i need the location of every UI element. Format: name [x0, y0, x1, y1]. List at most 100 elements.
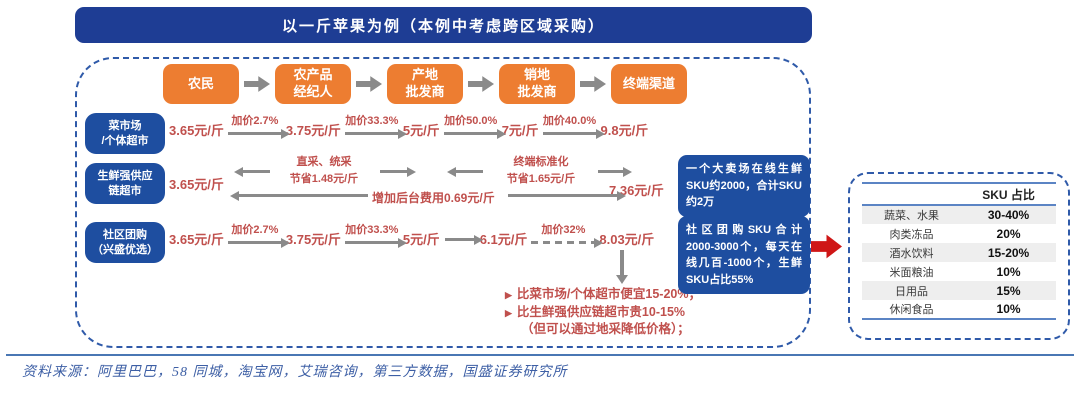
- markup-label: 加价33.3%: [345, 224, 399, 236]
- right-arrow-icon: [444, 238, 475, 241]
- right-arrow-icon: [227, 132, 282, 135]
- sku-table: SKU 占比 蔬菜、水果 30-40% 肉类冻品 20% 酒水饮料 15-20%…: [862, 182, 1056, 320]
- figure-title: 以一斤苹果为例（本例中考虑跨区域采购）: [75, 7, 812, 43]
- price-value: 3.65元/斤: [169, 123, 224, 138]
- table-row: 肉类冻品 20%: [862, 224, 1056, 243]
- markup-step: 加价2.7%: [227, 221, 282, 244]
- node-farmer: 农民: [163, 64, 239, 104]
- flow-arrow-icon: [468, 76, 494, 92]
- node-label: 经纪人: [293, 84, 333, 99]
- node-label: 批发商: [517, 84, 557, 99]
- price-value: 3.65元/斤: [169, 232, 224, 247]
- markup-label: 加价40.0%: [542, 115, 597, 127]
- price-value: 9.8元/斤: [600, 123, 649, 138]
- markup-label: 加价50.0%: [444, 115, 498, 127]
- node-label: 产地: [411, 67, 438, 83]
- right-arrow-icon: [344, 241, 399, 244]
- label-line: 社区团购: [103, 228, 147, 241]
- source-note: 资料来源：阿里巴巴，58 同城，淘宝网，艾瑞咨询，第三方数据，国盛证券研究所: [22, 365, 568, 380]
- saving-line: 直采、统采: [296, 156, 352, 168]
- note-line: ▶ 比生鲜强供应链超市贵10-15%: [505, 304, 701, 322]
- table-row: 休闲食品 10%: [862, 300, 1056, 319]
- value-cell: 10%: [996, 264, 1021, 279]
- label-community-group-buy: 社区团购 （兴盛优选）: [85, 222, 165, 263]
- table-row: 米面粮油 10%: [862, 262, 1056, 281]
- label-line: /个体超市: [101, 134, 149, 147]
- wet-market-price-flow: 3.65元/斤 加价2.7% 3.75元/斤 加价33.3% 5元/斤 加价50…: [168, 112, 649, 138]
- node-destination-wholesaler: 销地 批发商: [499, 64, 575, 104]
- value-cell: 30-40%: [987, 208, 1030, 222]
- header-sku-share: SKU 占比: [982, 187, 1035, 202]
- note-text: （但可以通过地采降低价格）；: [521, 322, 690, 336]
- label-line: 生鲜强供应: [97, 169, 153, 182]
- sku-table-panel: SKU 占比 蔬菜、水果 30-40% 肉类冻品 20% 酒水饮料 15-20%…: [848, 172, 1070, 340]
- divider-line: [6, 354, 1074, 356]
- markup-label: 加价2.7%: [231, 115, 279, 127]
- markup-step: 加价33.3%: [344, 221, 399, 244]
- flow-arrow-icon: [580, 76, 606, 92]
- node-label: 农民: [187, 75, 214, 91]
- price-value: 8.03元/斤: [599, 232, 655, 247]
- price-value: 5元/斤: [402, 232, 440, 247]
- hypermarket-sku-note: 一个大卖场在线生鲜SKU约2000，合计SKU约2万: [678, 155, 810, 217]
- note-text: 比生鲜强供应链超市贵10-15%: [516, 304, 686, 319]
- label-line: 链超市: [108, 184, 142, 197]
- node-terminal-channel: 终端渠道: [611, 64, 687, 104]
- left-arrow-icon: [242, 170, 270, 173]
- group-buy-sku-note: 社区团购SKU合计2000-3000个，每天在线几百-1000个，生鲜SKU占比…: [678, 216, 810, 294]
- supply-chain-row: 农民 农产品 经纪人 产地 批发商 销地 批发商 终端渠道: [163, 64, 687, 104]
- node-broker: 农产品 经纪人: [275, 64, 351, 104]
- category-cell: 日用品: [895, 285, 929, 298]
- note-line: （但可以通过地采降低价格）；: [505, 321, 701, 339]
- value-cell: 10%: [996, 302, 1021, 316]
- node-label: 批发商: [405, 84, 445, 99]
- group-buy-price-flow: 3.65元/斤 加价2.7% 3.75元/斤 加价33.3% 5元/斤 6.1元…: [168, 221, 655, 247]
- right-arrow-icon: [508, 194, 618, 197]
- label-line: 菜市场: [108, 119, 142, 132]
- label-wet-market: 菜市场 /个体超市: [85, 113, 165, 154]
- markup-step: 加价32%: [531, 221, 596, 244]
- left-arrow-icon: [455, 170, 483, 173]
- category-cell: 米面粮油: [889, 266, 934, 279]
- category-cell: 休闲食品: [889, 304, 934, 316]
- supermarket-price-flow: 3.65元/斤 直采、统采 节省1.48元/斤 终端标准化 节省1.65元/斤 …: [168, 152, 668, 208]
- node-label: 农产品: [293, 67, 333, 83]
- table-row: 日用品 15%: [862, 281, 1056, 300]
- markup-step: 加价50.0%: [443, 112, 498, 135]
- right-arrow-icon: [443, 132, 498, 135]
- saving-note: 终端标准化 节省1.65元/斤: [488, 154, 594, 188]
- comparison-notes: ▶ 比菜市场/个体超市便宜15-20%； ▶ 比生鲜强供应链超市贵10-15% …: [505, 286, 701, 339]
- value-cell: 15%: [996, 283, 1021, 298]
- flow-arrow-icon: [244, 76, 270, 92]
- saving-line: 节省1.65元/斤: [506, 173, 576, 186]
- node-label: 销地: [523, 67, 550, 83]
- price-value: 3.75元/斤: [285, 232, 341, 247]
- markup-step: 加价33.3%: [344, 112, 399, 135]
- backend-cost-note: 增加后台费用0.69元/斤: [372, 191, 495, 205]
- right-arrow-icon: [598, 170, 624, 173]
- price-value: 3.65元/斤: [169, 177, 224, 192]
- dashed-right-arrow-icon: [531, 241, 596, 244]
- category-cell: 肉类冻品: [889, 228, 934, 241]
- saving-note: 直采、统采 节省1.48元/斤: [274, 154, 374, 188]
- value-cell: 20%: [996, 226, 1021, 241]
- right-arrow-icon: [227, 241, 282, 244]
- note-text: 比菜市场/个体超市便宜15-20%；: [516, 287, 701, 301]
- markup-label: 加价2.7%: [231, 224, 279, 236]
- category-cell: 酒水饮料: [889, 247, 934, 260]
- down-arrow-icon: [620, 250, 624, 276]
- label-line: （兴盛优选）: [92, 243, 158, 256]
- flow-diagram-panel: [75, 57, 811, 348]
- node-label: 终端渠道: [622, 75, 675, 91]
- sku-table-header: SKU 占比: [862, 183, 1056, 205]
- flow-arrow-icon: [356, 76, 382, 92]
- label-fresh-supermarket: 生鲜强供应 链超市: [85, 163, 165, 204]
- saving-line: 节省1.48元/斤: [289, 173, 359, 186]
- right-arrow-icon: [542, 132, 597, 135]
- value-cell: 15-20%: [987, 245, 1030, 260]
- bullet-icon: ▶: [505, 307, 512, 318]
- bullet-icon: ▶: [505, 290, 512, 300]
- markup-step: 加价2.7%: [227, 112, 282, 135]
- price-value: 3.75元/斤: [285, 123, 341, 138]
